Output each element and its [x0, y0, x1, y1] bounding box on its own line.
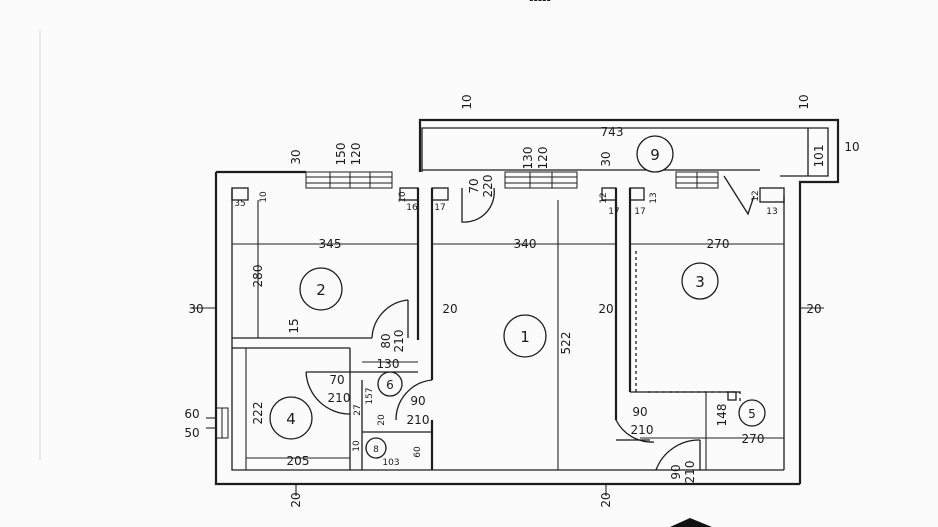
- interior-walls: [231, 187, 785, 470]
- dim-balcony-depth: 101: [812, 145, 826, 168]
- door-room-2-a: 80: [379, 333, 393, 348]
- dim-right-side: 20: [806, 302, 821, 316]
- room-2-depth: 280: [251, 265, 265, 288]
- dim-inner-right: 20: [598, 302, 613, 316]
- mark-8: 13: [649, 192, 659, 203]
- room-4-depth: 222: [251, 402, 265, 425]
- window-room-2: [305, 171, 393, 189]
- dim-balcony-end: 10: [844, 140, 859, 154]
- mark-1: 10: [259, 191, 269, 203]
- room-marker-4: 4: [269, 396, 313, 440]
- room-2-width: 345: [319, 237, 342, 251]
- dim-wc-e: 60: [413, 446, 423, 458]
- room-5-depth: 148: [715, 404, 729, 427]
- dim-left-vent-a: 60: [184, 407, 199, 421]
- door-room-2: [371, 299, 409, 339]
- door-room-3: [723, 175, 755, 216]
- dim-inner-left: 20: [442, 302, 457, 316]
- door-wc-a: 90: [410, 394, 425, 408]
- door-entry-a: 90: [669, 464, 683, 479]
- window-room-3: [675, 171, 719, 189]
- mark-10: 13: [766, 207, 777, 217]
- dim-window-1-a: 130: [521, 147, 535, 170]
- mark-0: 35: [234, 199, 245, 209]
- door-room-2-b: 210: [392, 330, 406, 353]
- dim-left-vent-b: 50: [184, 426, 199, 440]
- door-balcony-b: 220: [481, 175, 495, 198]
- dim-bottom-mid: 20: [599, 492, 613, 507]
- room-marker-1: 1: [503, 314, 547, 358]
- mark-4: 17: [434, 203, 445, 213]
- room-1-width: 340: [514, 237, 537, 251]
- corner-mark: [670, 518, 712, 527]
- sheet-title: -----: [529, 0, 551, 7]
- door-entry-b: 210: [683, 461, 697, 484]
- dim-balcony-left-tick: 10: [460, 94, 474, 109]
- room-1-depth: 522: [559, 332, 573, 355]
- door-room-4: [305, 371, 351, 415]
- dim-top-mid-right: 30: [599, 151, 613, 166]
- room-number-2: 2: [316, 281, 326, 299]
- room-6-width: 130: [377, 357, 400, 371]
- dim-balcony-length: 743: [601, 125, 624, 139]
- room-3-width: 270: [707, 237, 730, 251]
- dim-partition-2-4: 15: [287, 318, 301, 333]
- room-4-width: 205: [287, 454, 310, 468]
- mark-3: 16: [406, 203, 418, 213]
- vent-room-4: [215, 407, 229, 439]
- window-room-1: [504, 171, 578, 189]
- wall-dimensions: 20 20 15 27 157 10 20 60: [287, 302, 614, 458]
- room-8-width: 103: [382, 458, 399, 468]
- door-room-4-b: 210: [328, 391, 351, 405]
- door-hall-a: 90: [632, 405, 647, 419]
- room-number-1: 1: [520, 328, 530, 346]
- mark-5: 12: [599, 192, 609, 203]
- mark-6: 17: [608, 207, 619, 217]
- door-room-4-a: 70: [329, 373, 344, 387]
- room-marker-3: 3: [681, 262, 719, 300]
- door-entry: [655, 439, 701, 471]
- kitchen-fixtures: [635, 250, 741, 402]
- room-marker-2: 2: [299, 267, 343, 311]
- dim-wc-d: 20: [377, 414, 387, 426]
- dim-balcony-right-tick: 10: [797, 94, 811, 109]
- dim-window-1-b: 120: [536, 147, 550, 170]
- outer-walls: [214, 118, 840, 486]
- door-hall-b: 210: [631, 423, 654, 437]
- door-wc: [395, 379, 433, 421]
- door-balcony: [461, 187, 495, 223]
- dim-bottom-left: 20: [289, 492, 303, 507]
- room-number-5: 5: [748, 407, 756, 421]
- dim-wc-a: 27: [353, 404, 363, 415]
- room-dimensions: 345 340 270 280 522 222 205 270 148 130 …: [251, 237, 764, 468]
- room-number-8: 8: [373, 445, 379, 455]
- mark-7: 17: [634, 207, 645, 217]
- outer-dimensions: 30 150 120 130 120 30 30 20 20 20 10 10 …: [184, 94, 859, 507]
- door-dimensions: 80 210 70 210 90 210 90 210 90 210 70 22…: [328, 175, 697, 484]
- room-marker-5: 5: [738, 399, 766, 427]
- dim-top-left: 30: [289, 149, 303, 164]
- dim-window-2-b: 120: [349, 143, 363, 166]
- room-number-3: 3: [695, 273, 705, 291]
- room-marker-6: 6: [377, 371, 403, 397]
- door-hall: [615, 419, 655, 443]
- dim-wc-c: 10: [352, 440, 362, 452]
- room-number-6: 6: [386, 378, 394, 392]
- room-number-9: 9: [650, 146, 660, 164]
- dim-wc-b: 157: [365, 387, 375, 404]
- balcony: [422, 128, 809, 176]
- door-balcony-a: 70: [467, 178, 481, 193]
- room-number-4: 4: [286, 410, 296, 428]
- dim-window-2-a: 150: [334, 143, 348, 166]
- room-marker-8: 8: [365, 437, 387, 459]
- dim-left-side: 30: [188, 302, 203, 316]
- mark-2: 10: [398, 191, 408, 203]
- door-wc-b: 210: [407, 413, 430, 427]
- mark-9: 12: [751, 190, 761, 201]
- dimension-lines: [190, 127, 828, 496]
- room-5-width: 270: [742, 432, 765, 446]
- small-marks: 35 10 10 16 17 12 17 17 13 12 13: [234, 190, 777, 217]
- room-marker-9: 9: [636, 135, 674, 173]
